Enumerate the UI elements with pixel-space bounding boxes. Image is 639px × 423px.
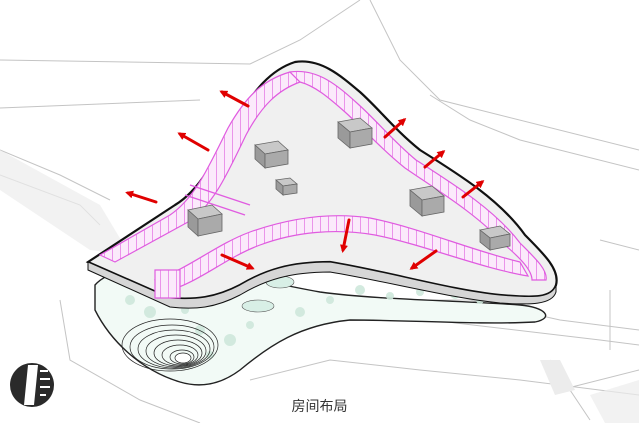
- outward-arrow-icon: [220, 253, 255, 270]
- outward-arrow-icon: [177, 132, 210, 152]
- north-arrow-icon: [10, 363, 54, 407]
- outward-arrow-icon: [423, 150, 446, 169]
- volume-4: [187, 204, 223, 237]
- outward-arrow-icon: [340, 218, 351, 253]
- amphitheatre-contours: [121, 318, 219, 372]
- room-bands: [98, 70, 547, 299]
- road-shadows: [0, 150, 639, 423]
- outward-arrow-icon: [409, 249, 438, 270]
- amphitheatre-stage: [174, 352, 192, 364]
- volume-1: [337, 117, 373, 149]
- volume-5: [409, 185, 445, 217]
- volume-3: [275, 177, 298, 196]
- outward-arrow-icon: [125, 190, 158, 204]
- outward-arrow-icon: [461, 180, 485, 199]
- volume-6: [479, 225, 511, 251]
- outward-arrow-icon: [219, 90, 250, 108]
- diagram-caption: 房间布局: [291, 399, 348, 415]
- outward-arrow-icon: [383, 117, 407, 139]
- rooftop-volumes: [187, 117, 511, 251]
- outward-arrows: [125, 90, 485, 270]
- volume-2: [254, 140, 289, 169]
